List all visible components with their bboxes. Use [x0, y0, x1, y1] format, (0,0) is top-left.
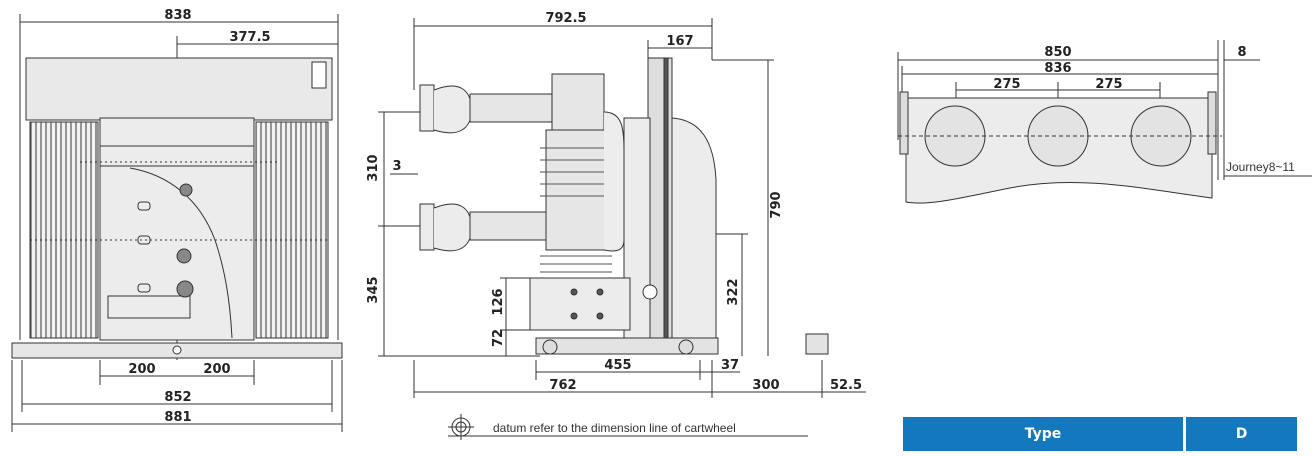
dim-side-handle-length: 52.5	[830, 378, 862, 393]
side-view	[378, 18, 866, 440]
dim-front-pole-right: 200	[203, 362, 230, 377]
table-header-separator	[1183, 417, 1186, 451]
dim-side-rear-part: 167	[666, 34, 693, 49]
dim-side-rear-offset: 37	[721, 358, 739, 373]
table-header-type: Type	[903, 417, 1183, 451]
dim-side-truck-length: 300	[752, 378, 779, 393]
dim-front-base-inner: 852	[164, 390, 191, 405]
datum-note: datum refer to the dimension line of car…	[493, 421, 736, 435]
dim-top-flange: 8	[1237, 45, 1246, 60]
journey-label: Journey8~11	[1226, 160, 1295, 174]
dim-side-column-height: 322	[726, 278, 741, 305]
dim-front-pole-left: 200	[128, 362, 155, 377]
table-header-d: D	[1186, 417, 1297, 451]
front-view	[11, 14, 343, 432]
dim-side-lower-height: 345	[366, 276, 381, 303]
dim-side-overall-height: 790	[769, 191, 784, 218]
dim-top-spacing-left: 275	[993, 77, 1020, 92]
dim-side-overall-depth: 792.5	[545, 11, 586, 26]
dim-side-box-height: 126	[491, 288, 506, 315]
dim-side-wheel-base: 455	[604, 358, 631, 373]
dim-side-wheel-height: 72	[491, 329, 506, 347]
dim-side-pole-spacing: 310	[366, 154, 381, 181]
dim-side-front-length: 762	[549, 378, 576, 393]
dim-top-outer-width: 850	[1044, 45, 1071, 60]
dim-top-spacing-right: 275	[1095, 77, 1122, 92]
dim-front-top-width: 838	[164, 8, 191, 23]
spec-table-header: Type D	[903, 417, 1297, 451]
dim-front-base-outer: 881	[164, 410, 191, 425]
dim-front-top-offset: 377.5	[229, 30, 270, 45]
dim-side-contact-offset: 3	[392, 159, 401, 174]
top-view	[897, 40, 1312, 204]
dim-top-inner-width: 836	[1044, 61, 1071, 76]
